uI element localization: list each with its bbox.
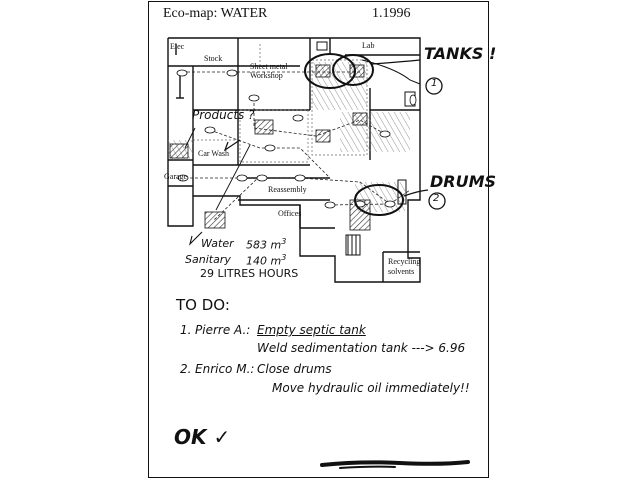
annotation-tanks-number: 1 [431,78,438,89]
todo-item1-person: Pierre A.: [195,323,251,337]
room-label-garage: Garage [164,172,188,181]
water-label: Water [201,237,234,250]
room-label-lab: Lab [362,41,374,50]
todo-item2-task2: Move hydraulic oil immediately!! [272,381,470,395]
marker-circle-2 [428,192,446,210]
room-label-reassembly: Reassembly [268,185,307,194]
tanks [169,64,371,231]
room-label-stock: Stock [204,54,222,63]
marker-circle-1 [425,77,443,95]
sanitary-label: Sanitary [185,253,231,266]
tanks-circle-right [332,54,374,86]
todo-item1-number: 1. [180,323,192,337]
room-label-car-wash: Car Wash [198,149,229,158]
room-label-workshop: Workshop [250,71,283,80]
annotation-products: Products ? [192,108,255,122]
todo-item2-person: Enrico M.: [195,362,255,376]
room-label-sheet-metal: Sheet metal [250,62,288,71]
tanks-circle-left [304,53,356,89]
annotation-drums: DRUMS [430,172,497,191]
litres-hours: 29 LITRES HOURS [200,267,299,280]
map-date: 1.1996 [372,6,411,21]
room-label-recycling: Recycling [388,257,420,266]
todo-item1-task2: Weld sedimentation tank ---> 6.96 [257,341,466,355]
room-label-elec: Elec [170,42,185,51]
water-value: 583 m3 [246,237,287,252]
todo-item2-task1: Close drums [257,362,332,376]
drums-circle [354,184,404,216]
annotation-drums-number: 2 [433,193,440,204]
todo-item2-number: 2. [180,362,192,376]
handwritten-markings [184,53,446,246]
annotation-tanks: TANKS ! [424,44,497,63]
todo-title: TO DO: [176,296,230,314]
room-label-offices: Offices [278,209,301,218]
todo-item1-task1: Empty septic tank [257,323,366,337]
map-title: Eco-map: WATER [163,6,268,21]
sanitary-value: 140 m3 [246,253,287,268]
room-label-solvents: solvents [388,267,414,276]
water-taps [176,69,417,209]
ok-signoff: OK ✓ [174,425,231,449]
